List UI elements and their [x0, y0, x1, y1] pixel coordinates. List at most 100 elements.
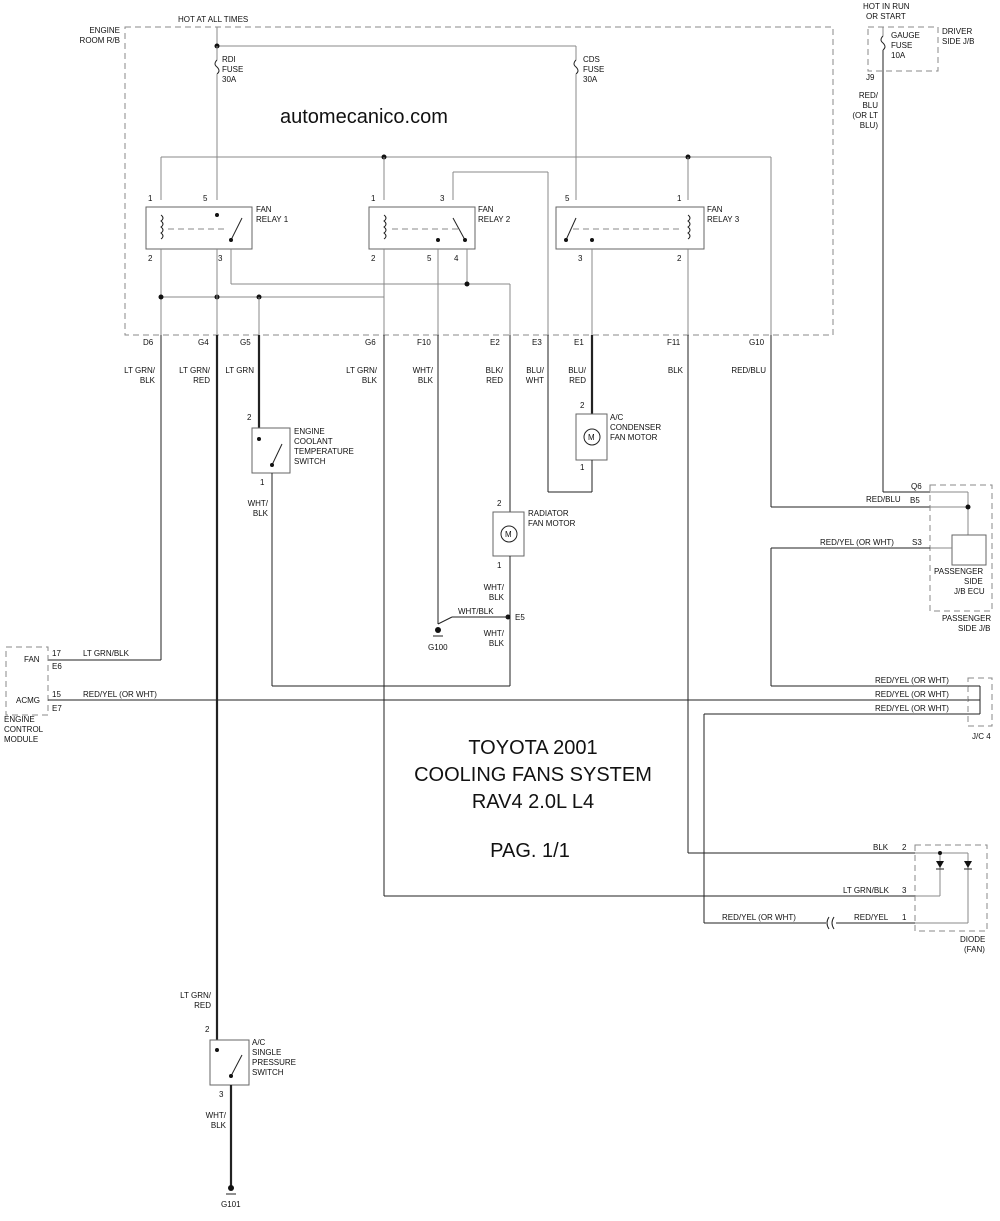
hot-at-all-times-label: HOT AT ALL TIMES: [178, 15, 248, 24]
svg-text:RED/: RED/: [859, 91, 879, 100]
engine-coolant-temperature-switch: 2 1 ENGINE COOLANT TEMPERATURE SWITCH WH…: [247, 413, 510, 687]
engine-room-label-2: ROOM R/B: [80, 36, 120, 45]
fan-relay-1-label: FAN: [256, 205, 272, 214]
svg-text:LT GRN/BLK: LT GRN/BLK: [83, 649, 130, 658]
fan-relay-3-label: FAN: [707, 205, 723, 214]
fan-relay-2-label: FAN: [478, 205, 494, 214]
svg-text:2: 2: [497, 499, 502, 508]
svg-text:3: 3: [440, 194, 445, 203]
title-line-2: COOLING FANS SYSTEM: [414, 764, 652, 786]
svg-text:DRIVER: DRIVER: [942, 27, 972, 36]
svg-text:2: 2: [247, 413, 252, 422]
title-line-1: TOYOTA 2001: [468, 737, 597, 759]
svg-text:J9: J9: [866, 73, 875, 82]
engine-room-rb-box: [124, 26, 834, 336]
svg-text:BLU/: BLU/: [526, 366, 545, 375]
svg-text:B5: B5: [910, 496, 920, 505]
svg-text:BLK: BLK: [362, 376, 378, 385]
svg-text:2: 2: [148, 254, 153, 263]
svg-text:SIDE J/B: SIDE J/B: [942, 37, 974, 46]
svg-text:BLK: BLK: [489, 639, 505, 648]
svg-text:E2: E2: [490, 338, 500, 347]
svg-text:E7: E7: [52, 704, 62, 713]
svg-text:LT GRN/: LT GRN/: [180, 991, 212, 1000]
svg-text:BLU/: BLU/: [568, 366, 587, 375]
title-block: TOYOTA 2001 COOLING FANS SYSTEM RAV4 2.0…: [414, 737, 652, 862]
ac-pressure-switch-label: A/C: [252, 1038, 266, 1047]
passenger-ecu-label: PASSENGER: [934, 567, 983, 576]
svg-text:SWITCH: SWITCH: [294, 457, 326, 466]
svg-text:FUSE: FUSE: [583, 65, 604, 74]
svg-text:FAN MOTOR: FAN MOTOR: [528, 519, 576, 528]
svg-text:1: 1: [580, 463, 585, 472]
svg-text:2: 2: [371, 254, 376, 263]
svg-text:PASSENGER: PASSENGER: [942, 614, 991, 623]
svg-text:LT GRN/: LT GRN/: [124, 366, 156, 375]
svg-text:SINGLE: SINGLE: [252, 1048, 281, 1057]
ect-switch-label: ENGINE: [294, 427, 325, 436]
svg-text:RELAY 2: RELAY 2: [478, 215, 511, 224]
svg-text:1: 1: [677, 194, 682, 203]
svg-text:30A: 30A: [222, 75, 237, 84]
svg-text:WHT/: WHT/: [413, 366, 434, 375]
fan-relay-2: FAN RELAY 2 1 3 2 5 4: [368, 194, 511, 335]
svg-text:SIDE: SIDE: [964, 577, 983, 586]
svg-text:RED/YEL (OR WHT): RED/YEL (OR WHT): [83, 690, 157, 699]
svg-text:5: 5: [203, 194, 208, 203]
svg-text:SIDE J/B: SIDE J/B: [958, 624, 990, 633]
svg-text:OR START: OR START: [866, 12, 906, 21]
rdi-fuse-label: RDI: [222, 55, 236, 64]
svg-text:WHT/: WHT/: [484, 629, 505, 638]
fan-relay-3: FAN RELAY 3 5 1 3 2: [555, 194, 740, 335]
fan-relay-1: FAN RELAY 1 1 5 2 3: [145, 194, 510, 335]
ac-condenser-fan-motor: M 2 1 A/C CONDENSER FAN MOTOR: [575, 401, 661, 492]
svg-text:DIODE: DIODE: [960, 935, 985, 944]
connector-labels: D6 G4 G5 G6 F10 E2 E3 E1 F11 G10: [143, 338, 765, 347]
svg-text:1: 1: [148, 194, 153, 203]
svg-text:2: 2: [205, 1025, 210, 1034]
svg-text:BLK: BLK: [211, 1121, 227, 1130]
svg-text:RED/BLU: RED/BLU: [866, 495, 901, 504]
svg-text:3: 3: [218, 254, 223, 263]
relay-ground-bus: [158, 249, 384, 335]
svg-text:1: 1: [260, 478, 265, 487]
radiator-fan-label: RADIATOR: [528, 509, 569, 518]
svg-text:2: 2: [580, 401, 585, 410]
svg-text:BLK: BLK: [418, 376, 434, 385]
svg-text:LT GRN/: LT GRN/: [179, 366, 211, 375]
svg-text:4: 4: [454, 254, 459, 263]
svg-text:FUSE: FUSE: [891, 41, 912, 50]
svg-text:RED/YEL: RED/YEL: [854, 913, 889, 922]
svg-text:MODULE: MODULE: [4, 735, 38, 744]
junction-connector-4: RED/YEL (OR WHT) RED/YEL (OR WHT) RED/YE…: [703, 676, 993, 923]
passenger-side-jb: Q6 B5 RED/BLU S3 RED/YEL (OR WHT) PASSEN…: [770, 482, 993, 687]
svg-text:RED/YEL (OR WHT): RED/YEL (OR WHT): [722, 913, 796, 922]
svg-text:30A: 30A: [583, 75, 598, 84]
svg-text:CONTROL: CONTROL: [4, 725, 44, 734]
svg-text:TEMPERATURE: TEMPERATURE: [294, 447, 354, 456]
svg-text:RED/BLU: RED/BLU: [731, 366, 766, 375]
diode-fan: BLK 2 LT GRN/BLK 3 RED/YEL 1 RED/YEL (OR…: [704, 843, 988, 954]
svg-text:BLK: BLK: [489, 593, 505, 602]
svg-text:G101: G101: [221, 1200, 241, 1209]
ground-g100: WHT/BLK G100: [428, 607, 508, 652]
main-wires: [48, 335, 930, 1040]
svg-text:WHT/: WHT/: [248, 499, 269, 508]
svg-text:SWITCH: SWITCH: [252, 1068, 284, 1077]
svg-text:RED: RED: [486, 376, 503, 385]
svg-text:WHT/: WHT/: [206, 1111, 227, 1120]
svg-text:(OR LT: (OR LT: [852, 111, 878, 120]
svg-text:BLU): BLU): [860, 121, 879, 130]
svg-text:PRESSURE: PRESSURE: [252, 1058, 296, 1067]
svg-text:E5: E5: [515, 613, 525, 622]
svg-text:RED/YEL (OR WHT): RED/YEL (OR WHT): [875, 690, 949, 699]
svg-text:(FAN): (FAN): [964, 945, 985, 954]
svg-text:RED: RED: [194, 1001, 211, 1010]
svg-text:G5: G5: [240, 338, 251, 347]
svg-text:BLK: BLK: [253, 509, 269, 518]
svg-text:RELAY 1: RELAY 1: [256, 215, 289, 224]
cds-fuse-label: CDS: [583, 55, 600, 64]
svg-text:E1: E1: [574, 338, 584, 347]
ac-condenser-label: A/C: [610, 413, 624, 422]
